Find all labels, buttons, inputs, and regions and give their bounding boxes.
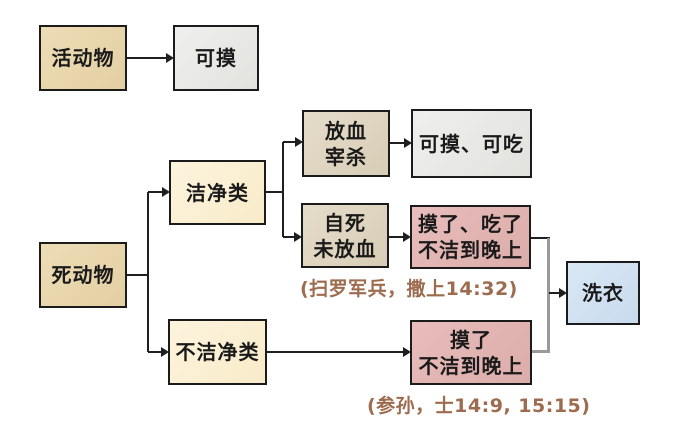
box-dead-animal: 死动物 <box>39 242 127 308</box>
box-touched-unclean-label: 摸了 不洁到晚上 <box>418 327 524 378</box>
connector-elbow-to-wash <box>549 292 559 294</box>
arrowhead-branch-to-unbled <box>294 232 302 242</box>
arrowhead-live-to-touchable <box>166 53 174 63</box>
box-clean-type-label: 洁净类 <box>186 180 249 205</box>
box-wash-clothes-label: 洗衣 <box>582 281 624 305</box>
box-wash-clothes: 洗衣 <box>566 261 640 325</box>
connector-clean-stub <box>266 191 284 193</box>
box-touched-ate-unclean-label: 摸了、吃了 不洁到晚上 <box>418 212 523 262</box>
box-touch-eat-ok: 可摸、可吃 <box>411 109 532 178</box>
connector-live-to-touchable <box>126 57 166 59</box>
box-touched-ate-unclean: 摸了、吃了 不洁到晚上 <box>410 205 531 269</box>
connector-elbow-vertical <box>547 238 550 352</box>
arrowhead-branch-to-bled <box>295 137 303 147</box>
box-unclean-type-label: 不洁净类 <box>175 340 260 364</box>
arrowhead-elbow-to-wash <box>559 288 567 298</box>
connector-branch-to-unclean <box>148 351 161 353</box>
annotation-saul: (扫罗军兵，撒上14:32) <box>300 278 518 300</box>
box-slaughter-bled: 放血 宰杀 <box>302 110 390 177</box>
box-clean-type: 洁净类 <box>169 160 266 225</box>
arrowhead-unclean-to-touched <box>403 347 411 357</box>
connector-elbow-bottom <box>532 350 550 353</box>
connector-clean-branch-vertical <box>282 142 284 237</box>
arrowhead-unbled-to-unclean <box>403 232 411 242</box>
annotation-samson: (参孙，士14:9, 15:15) <box>367 395 591 417</box>
box-slaughter-bled-label: 放血 宰杀 <box>325 118 367 169</box>
box-live-animal: 活动物 <box>39 25 127 91</box>
connector-elbow-top <box>531 237 550 239</box>
arrowhead-branch-to-clean <box>162 187 170 197</box>
box-live-animal-label: 活动物 <box>51 46 115 70</box>
box-touch-eat-ok-label: 可摸、可吃 <box>419 131 524 156</box>
connector-branch-to-clean <box>148 191 162 193</box>
connector-bled-to-ok <box>390 142 404 144</box>
arrowhead-bled-to-ok <box>404 138 412 148</box>
box-died-unbled: 自死 未放血 <box>301 203 389 268</box>
connector-unclean-to-touched <box>267 351 403 353</box>
connector-branch-to-bled <box>283 141 295 143</box>
box-touchable-label: 可摸 <box>195 46 237 70</box>
box-dead-animal-label: 死动物 <box>51 263 115 287</box>
box-touched-unclean: 摸了 不洁到晚上 <box>410 320 532 385</box>
box-unclean-type: 不洁净类 <box>168 319 267 385</box>
connector-unbled-to-unclean <box>389 236 403 238</box>
connector-dead-branch-vertical <box>147 192 149 352</box>
arrowhead-branch-to-unclean <box>161 347 169 357</box>
box-died-unbled-label: 自死 未放血 <box>313 210 377 261</box>
connector-dead-stub <box>126 274 149 276</box>
box-touchable: 可摸 <box>173 25 259 91</box>
connector-branch-to-unbled <box>283 236 294 238</box>
